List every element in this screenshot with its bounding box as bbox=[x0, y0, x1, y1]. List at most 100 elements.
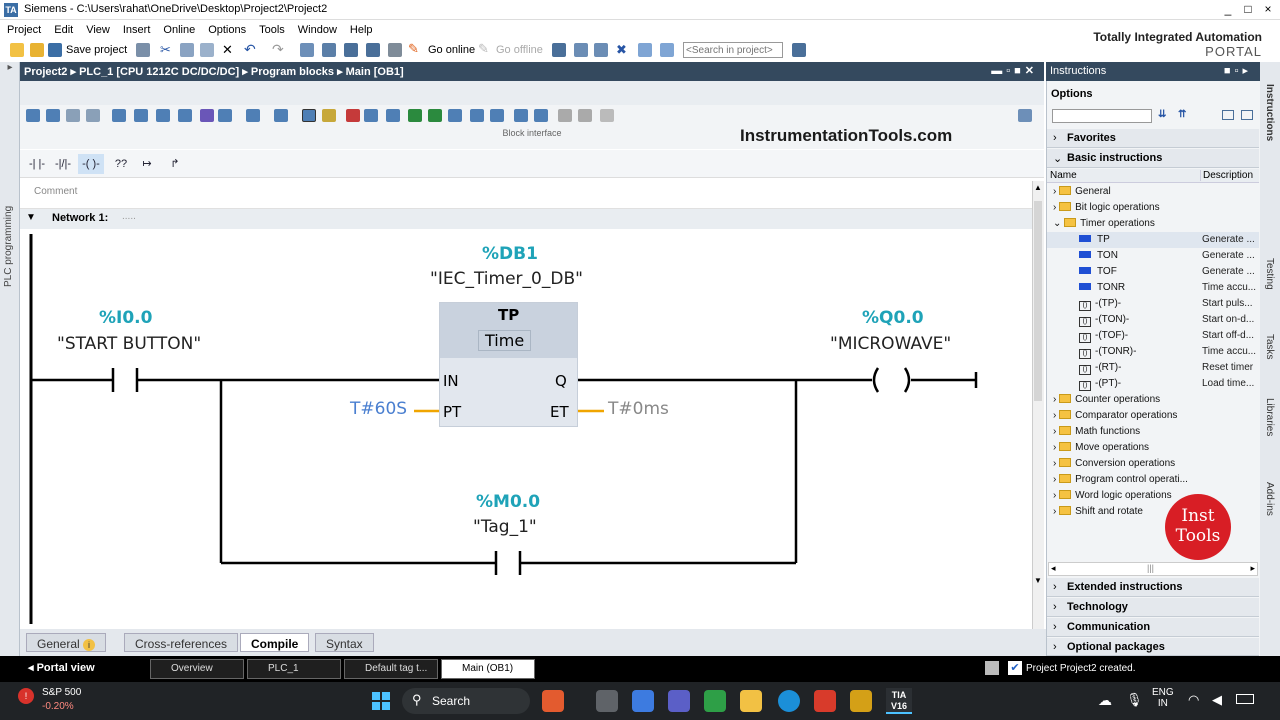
tree-conversion[interactable]: › Conversion operations bbox=[1053, 458, 1176, 469]
tree-bit-logic[interactable]: › Bit logic operations bbox=[1053, 202, 1160, 213]
editor-layout-icon[interactable] bbox=[1018, 109, 1032, 122]
simulation-icon[interactable] bbox=[388, 43, 402, 57]
compile-icon[interactable] bbox=[322, 43, 336, 57]
scroll-thumb[interactable] bbox=[1034, 201, 1042, 401]
paste-icon[interactable] bbox=[200, 43, 214, 57]
download-icon[interactable] bbox=[344, 43, 358, 57]
split-horizontal-icon[interactable] bbox=[638, 43, 652, 57]
basic-instructions-section[interactable]: ⌄Basic instructions bbox=[1047, 149, 1259, 168]
menu-project[interactable]: Project bbox=[7, 24, 42, 36]
technology-section[interactable]: ›Technology bbox=[1047, 598, 1259, 617]
fruit-app-icon[interactable] bbox=[542, 690, 564, 712]
cut-icon[interactable]: ✂ bbox=[160, 42, 171, 57]
menu-tools[interactable]: Tools bbox=[259, 24, 285, 36]
edge-icon[interactable] bbox=[778, 690, 800, 712]
tree-math[interactable]: › Math functions bbox=[1053, 426, 1141, 437]
start-cpu-icon[interactable] bbox=[574, 43, 588, 57]
contact1-tag[interactable]: "START BUTTON" bbox=[57, 334, 202, 354]
tab-general[interactable]: General i bbox=[26, 633, 107, 652]
go-to-icon[interactable] bbox=[408, 109, 422, 122]
menu-view[interactable]: View bbox=[86, 24, 110, 36]
search-down-icon[interactable]: ⇊ bbox=[1158, 109, 1167, 120]
tp-timer-block[interactable]: TP Time IN PT Q ET bbox=[439, 302, 578, 427]
open-project-icon[interactable] bbox=[30, 43, 44, 57]
menu-insert[interactable]: Insert bbox=[122, 24, 151, 36]
breadcrumb-project[interactable]: Project2 bbox=[24, 66, 68, 78]
menu-help[interactable]: Help bbox=[349, 24, 373, 36]
collapse-network-icon[interactable]: ▼ bbox=[26, 212, 36, 223]
close-window-button[interactable]: × bbox=[1264, 2, 1272, 16]
plc-programming-tab[interactable]: PLC programming bbox=[3, 205, 14, 287]
instructions-hscrollbar[interactable]: ◂ ||| ▸ bbox=[1048, 562, 1258, 576]
glasses-icon[interactable] bbox=[578, 109, 592, 122]
breadcrumb-main[interactable]: Main [OB1] bbox=[345, 66, 404, 78]
delete-network-icon[interactable] bbox=[46, 109, 60, 122]
jump-icon[interactable] bbox=[490, 109, 504, 122]
highlight-icon[interactable] bbox=[322, 109, 336, 122]
save-icon[interactable] bbox=[48, 43, 62, 57]
timer-item-rt-coil[interactable]: ()-(RT)-Reset timer bbox=[1047, 360, 1259, 376]
tree-counter[interactable]: › Counter operations bbox=[1053, 394, 1161, 405]
show-hide-icon[interactable] bbox=[274, 109, 288, 122]
timer-item-pt-coil[interactable]: ()-(PT)-Load time... bbox=[1047, 376, 1259, 392]
go-offline-icon[interactable]: ✎ bbox=[478, 41, 489, 56]
task-view-icon[interactable] bbox=[596, 690, 618, 712]
next-error-icon[interactable] bbox=[448, 109, 462, 122]
breakpoint-icon[interactable] bbox=[346, 109, 360, 122]
view-list-icon[interactable] bbox=[1222, 110, 1234, 120]
search-icon[interactable] bbox=[792, 43, 806, 57]
close-branch-button[interactable]: ↱ bbox=[170, 158, 180, 170]
tab-instructions[interactable]: Instructions bbox=[1264, 84, 1275, 142]
et-value[interactable]: T#0ms bbox=[608, 399, 669, 419]
split-vertical-icon[interactable] bbox=[660, 43, 674, 57]
close-all-networks-icon[interactable] bbox=[134, 109, 148, 122]
extended-instructions-section[interactable]: ›Extended instructions bbox=[1047, 578, 1259, 597]
name-column-header[interactable]: Name bbox=[1050, 170, 1077, 181]
accessible-devices-icon[interactable] bbox=[552, 43, 566, 57]
copilot-icon[interactable] bbox=[632, 690, 654, 712]
network-comments-icon[interactable] bbox=[178, 109, 192, 122]
stock-alert-icon[interactable]: ! bbox=[18, 688, 34, 704]
coil-button[interactable]: -( )- bbox=[78, 154, 104, 174]
ladder-canvas[interactable]: TP Time IN PT Q ET %DB1 "IEC_Timer_0_DB"… bbox=[20, 229, 1032, 629]
timer-item-tof-coil[interactable]: ()-(TOF)-Start off-d... bbox=[1047, 328, 1259, 344]
timer-db-address[interactable]: %DB1 bbox=[482, 244, 538, 264]
statusbar-tab-default-tag[interactable]: Default tag t... bbox=[344, 659, 438, 679]
editor-window-controls[interactable]: ▬▫■✕ bbox=[991, 65, 1038, 77]
status-icon[interactable] bbox=[302, 109, 316, 122]
breadcrumb-plc[interactable]: PLC_1 [CPU 1212C DC/DC/DC] bbox=[79, 66, 240, 78]
timer-item-ton-coil[interactable]: ()-(TON)-Start on-d... bbox=[1047, 312, 1259, 328]
statusbar-tab-overview[interactable]: Overview bbox=[150, 659, 244, 679]
sticky-notes-icon[interactable] bbox=[850, 690, 872, 712]
stop-cpu-icon[interactable] bbox=[594, 43, 608, 57]
scroll-up-icon[interactable]: ▲ bbox=[1034, 183, 1042, 192]
tab-cross-references[interactable]: Cross-references bbox=[124, 633, 239, 652]
contact2-address[interactable]: %M0.0 bbox=[476, 492, 541, 512]
insert-row-icon[interactable] bbox=[66, 109, 80, 122]
search-up-icon[interactable]: ⇈ bbox=[1178, 109, 1187, 120]
timer-item-tp-coil[interactable]: ()-(TP)-Start puls... bbox=[1047, 296, 1259, 312]
block-interface-label[interactable]: Block interface bbox=[502, 128, 562, 138]
empty-box-button[interactable]: ?? bbox=[114, 158, 128, 170]
breadcrumb-program-blocks[interactable]: Program blocks bbox=[250, 66, 334, 78]
add-row-icon[interactable] bbox=[86, 109, 100, 122]
tia-portal-taskbar-icon[interactable]: TIA V16 bbox=[886, 688, 912, 714]
battery-icon[interactable] bbox=[1236, 694, 1254, 704]
minimize-button[interactable]: _ bbox=[1224, 2, 1232, 16]
tree-move[interactable]: › Move operations bbox=[1053, 442, 1150, 453]
modify-icon[interactable] bbox=[600, 109, 614, 122]
open-all-networks-icon[interactable] bbox=[112, 109, 126, 122]
scroll-right-icon[interactable]: ▸ bbox=[1250, 563, 1255, 573]
copy-icon[interactable] bbox=[180, 43, 194, 57]
compare-icon[interactable] bbox=[428, 109, 442, 122]
new-project-icon[interactable] bbox=[10, 43, 24, 57]
teams-icon[interactable] bbox=[668, 690, 690, 712]
properties-icon[interactable] bbox=[985, 661, 999, 675]
network-up-icon[interactable] bbox=[364, 109, 378, 122]
absolute-operands-icon[interactable] bbox=[156, 109, 170, 122]
split-editor-icon[interactable] bbox=[300, 43, 314, 57]
tree-word-logic[interactable]: › Word logic operations bbox=[1053, 490, 1172, 501]
windows-start-icon[interactable] bbox=[372, 692, 390, 710]
redo-icon[interactable]: ↷ bbox=[272, 41, 284, 57]
cloud-icon[interactable]: ☁ bbox=[1098, 692, 1112, 708]
